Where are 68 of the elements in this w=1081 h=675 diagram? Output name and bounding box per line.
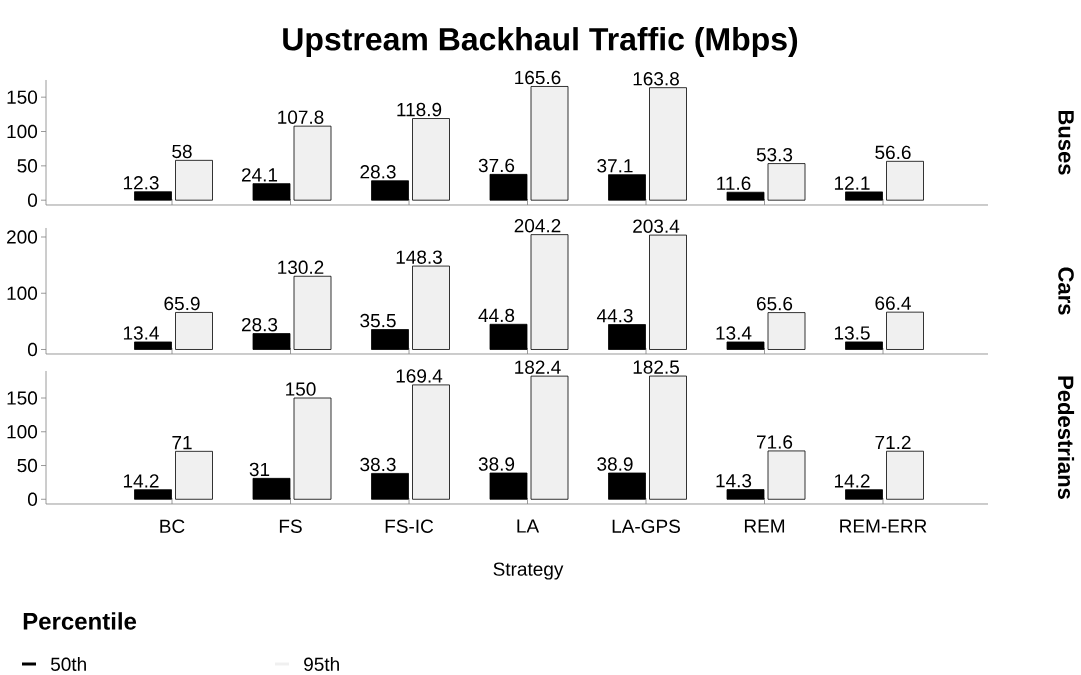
- value-label: 148.3: [396, 250, 442, 264]
- value-label: 107.8: [278, 110, 324, 124]
- tick-label: 0: [27, 492, 38, 506]
- tick-label: 100: [7, 124, 38, 139]
- value-label: 71.6: [757, 435, 793, 449]
- value-label: 11.6: [717, 176, 751, 191]
- legend-title: Percentile: [23, 612, 137, 630]
- value-label: 44.3: [596, 308, 633, 323]
- category-label: REM: [744, 519, 785, 533]
- tick-label: 150: [7, 391, 38, 405]
- value-label: 12.1: [834, 176, 870, 190]
- value-label: 169.4: [396, 369, 443, 383]
- value-label: 44.8: [478, 308, 515, 323]
- value-label: 182.5: [633, 360, 679, 374]
- value-label: 38.9: [478, 457, 515, 471]
- value-label: 58: [172, 144, 192, 159]
- value-label: 65.6: [757, 296, 793, 311]
- value-label: 14.3: [716, 473, 752, 488]
- legend-label: 95th: [304, 657, 339, 671]
- value-label: 182.4: [515, 360, 561, 374]
- category-label: REM-ERR: [840, 519, 927, 533]
- panel-label: Pedestrians: [1057, 376, 1075, 499]
- category-label: LA: [517, 519, 540, 533]
- value-label: 71.2: [875, 435, 911, 449]
- tick-label: 200: [7, 230, 38, 244]
- value-label: 71: [172, 436, 192, 450]
- value-label: 37.6: [478, 158, 515, 173]
- value-label: 150: [286, 382, 316, 396]
- value-label: 14.2: [123, 474, 159, 488]
- value-label: 28.3: [241, 317, 278, 332]
- tick-label: 150: [7, 90, 38, 104]
- value-label: 53.3: [756, 147, 793, 162]
- value-label: 130.2: [278, 260, 324, 275]
- legend-label: 50th: [50, 657, 86, 671]
- tick-label: 100: [7, 286, 38, 300]
- chart-title: Upstream Backhaul Traffic (Mbps): [283, 27, 798, 57]
- value-label: 24.1: [241, 168, 278, 182]
- value-label: 203.4: [633, 219, 680, 233]
- category-label: FS-IC: [385, 519, 434, 533]
- tick-label: 50: [17, 458, 38, 473]
- category-label: LA-GPS: [612, 519, 680, 533]
- value-label: 37.1: [597, 159, 633, 173]
- category-label: BC: [160, 519, 185, 533]
- value-label: 66.4: [875, 296, 911, 310]
- value-label: 31: [249, 462, 270, 477]
- tick-label: 0: [27, 193, 38, 207]
- value-label: 13.4: [716, 326, 752, 340]
- tick-label: 50: [17, 159, 38, 173]
- panel-label: Buses: [1058, 110, 1074, 175]
- value-label: 165.6: [515, 70, 561, 85]
- value-label: 118.9: [397, 102, 442, 117]
- value-label: 38.3: [360, 457, 396, 472]
- value-label: 56.6: [875, 145, 911, 160]
- value-label: 12.3: [123, 176, 159, 190]
- value-label: 13.5: [834, 326, 870, 340]
- value-label: 13.4: [123, 326, 159, 340]
- value-label: 14.2: [834, 474, 870, 488]
- value-label: 28.3: [360, 165, 396, 179]
- value-label: 163.8: [633, 72, 679, 86]
- value-label: 35.5: [360, 313, 396, 328]
- value-label: 38.9: [597, 457, 633, 471]
- value-label: 204.2: [514, 219, 561, 233]
- panel-label: Cars: [1058, 267, 1074, 315]
- tick-label: 100: [7, 425, 38, 439]
- category-label: FS: [279, 519, 302, 533]
- value-label: 65.9: [164, 296, 200, 311]
- tick-label: 0: [27, 342, 38, 357]
- axis-title: Strategy: [493, 562, 564, 580]
